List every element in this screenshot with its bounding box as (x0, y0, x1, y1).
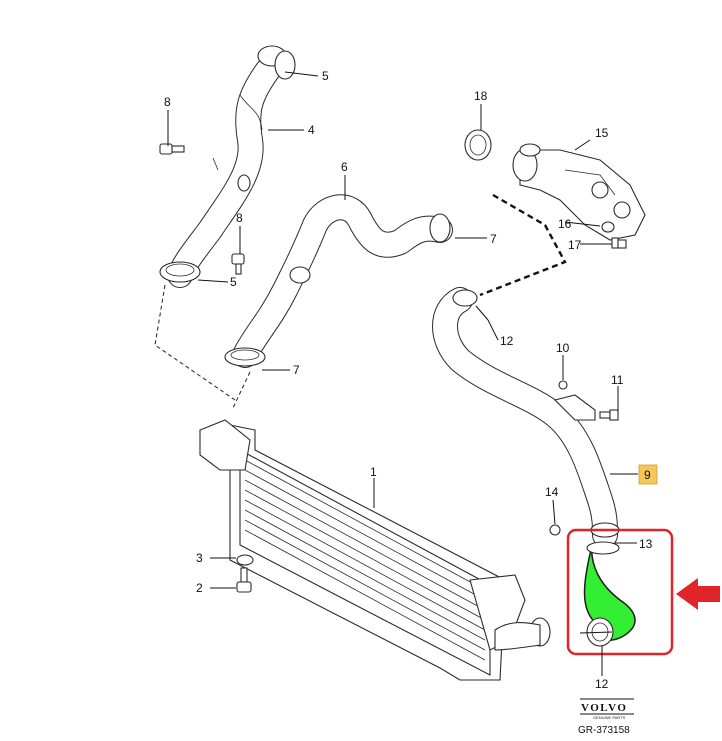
callout-18: 18 (474, 89, 488, 103)
callout-12-bottom: 12 (595, 677, 609, 691)
callout-8-mid: 8 (236, 211, 243, 225)
callout-2: 2 (196, 581, 203, 595)
intercooler-1 (199, 419, 551, 681)
callout-5-bottom: 5 (230, 275, 237, 289)
callout-9: 9 (644, 468, 651, 482)
callout-5-top: 5 (322, 69, 329, 83)
callout-3: 3 (196, 551, 203, 565)
tag-9-background (638, 464, 658, 485)
callout-17: 17 (568, 238, 582, 252)
highlight-box (566, 528, 674, 656)
o-ring-16 (601, 221, 615, 233)
callout-15: 15 (595, 126, 609, 140)
highlighted-hose-body (583, 544, 636, 641)
bolt-2 (236, 567, 252, 593)
bolt-17 (611, 237, 627, 249)
callout-8-top: 8 (164, 95, 171, 109)
throttle-housing-15 (512, 143, 646, 241)
callout-16: 16 (558, 217, 572, 231)
diagram-reference: GR-373158 (578, 725, 630, 736)
brand-tagline: GENUINE PARTS (593, 715, 626, 720)
pointer-arrow (676, 578, 720, 610)
callout-14: 14 (545, 485, 559, 499)
washer-3 (236, 554, 254, 566)
dashed-line-mid (231, 371, 251, 411)
nut-10 (558, 380, 568, 390)
callout-7-bottom: 7 (293, 363, 300, 377)
callout-1: 1 (370, 465, 377, 479)
callout-6: 6 (341, 160, 348, 174)
highlighted-hose (583, 541, 636, 647)
charge-pipe-4 (159, 45, 296, 288)
callout-4: 4 (308, 123, 315, 137)
callout-13: 13 (639, 537, 653, 551)
charge-pipe-6 (224, 194, 453, 368)
clamp-18 (464, 129, 492, 161)
dashed-line-left (154, 284, 236, 401)
bolt-8-upper (159, 143, 185, 155)
brand-logo-text: VOLVO (581, 702, 627, 714)
bolt-8-mid (231, 253, 245, 275)
bolt-11 (599, 409, 619, 421)
dashed-bold-line (479, 193, 567, 297)
callout-11: 11 (611, 373, 624, 387)
callout-10: 10 (556, 341, 570, 355)
volvo-logo: VOLVO GENUINE PARTS (580, 698, 634, 720)
nut-14 (549, 524, 561, 536)
charge-pipe-9 (432, 287, 620, 548)
callout-7-top: 7 (490, 232, 497, 246)
leader-lines (167, 71, 638, 676)
callout-12-top: 12 (500, 334, 514, 348)
